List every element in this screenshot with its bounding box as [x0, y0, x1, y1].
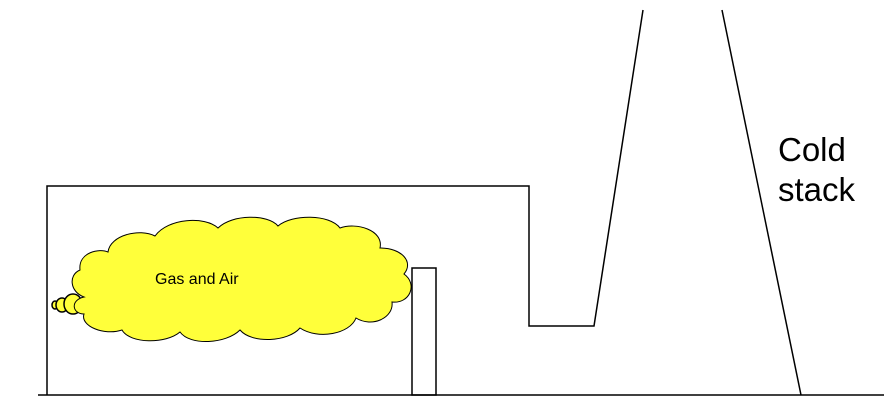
cloud-label: Gas and Air	[155, 271, 239, 288]
stack-right-wall	[721, 9, 802, 396]
furnace-enclosure	[46, 9, 644, 395]
stack-label: Cold stack	[778, 130, 855, 210]
gas-air-cloud	[71, 216, 412, 343]
stack-label-line1: Cold	[778, 131, 846, 168]
stack-label-line2: stack	[778, 171, 856, 208]
baffle-wall	[411, 267, 437, 396]
